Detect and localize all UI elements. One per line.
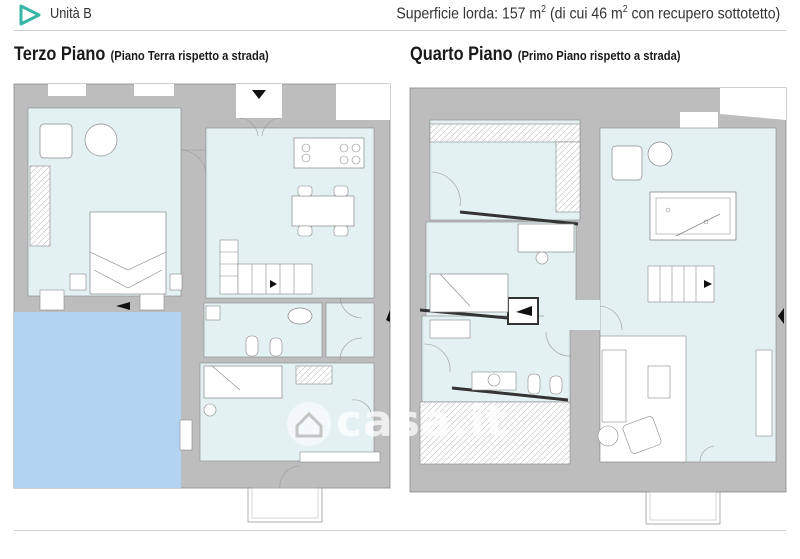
- dining-table: [291, 195, 355, 227]
- toilet: [245, 335, 259, 357]
- floor-title-left: Terzo Piano(Piano Terra rispetto a strad…: [14, 44, 269, 65]
- watermark-house-icon: [287, 402, 331, 446]
- plan-terzo-piano: [13, 83, 391, 523]
- armchair: [39, 123, 73, 159]
- play-logo-icon: [19, 4, 41, 26]
- unit-label: Unità B: [50, 5, 92, 22]
- window-recess: [48, 84, 86, 96]
- plan-quarto-piano: [409, 87, 787, 525]
- round-table: [84, 123, 118, 157]
- window-recess: [134, 84, 174, 96]
- watermark-text: casa.it: [336, 396, 508, 447]
- header: Unità B Superficie lorda: 157 m2 (di cui…: [0, 0, 800, 30]
- staircase: [647, 265, 715, 303]
- balcony: [645, 491, 721, 525]
- desk: [517, 223, 575, 253]
- single-bed: [429, 273, 509, 313]
- door-recess: [236, 84, 282, 118]
- single-bed: [203, 365, 283, 399]
- staircase: [219, 239, 313, 295]
- balcony: [247, 487, 323, 523]
- sink: [471, 371, 517, 391]
- room-corridor: [325, 302, 375, 358]
- window-recess: [336, 84, 390, 120]
- top-divider: [14, 30, 786, 31]
- bidet: [269, 337, 283, 357]
- wardrobe: [29, 165, 51, 247]
- double-bed: [89, 211, 167, 295]
- floor-title-right: Quarto Piano(Primo Piano rispetto a stra…: [410, 44, 681, 65]
- billiard-table: [649, 191, 737, 241]
- entrance-arrow-icon: [252, 90, 266, 99]
- kitchen-counter: [293, 137, 365, 169]
- bottom-divider: [14, 530, 786, 531]
- highlight-area: [14, 312, 181, 488]
- sink: [287, 307, 313, 325]
- storage: [419, 401, 571, 465]
- area-summary: Superficie lorda: 157 m2 (di cui 46 m2 c…: [396, 4, 780, 23]
- sofa: [601, 349, 627, 423]
